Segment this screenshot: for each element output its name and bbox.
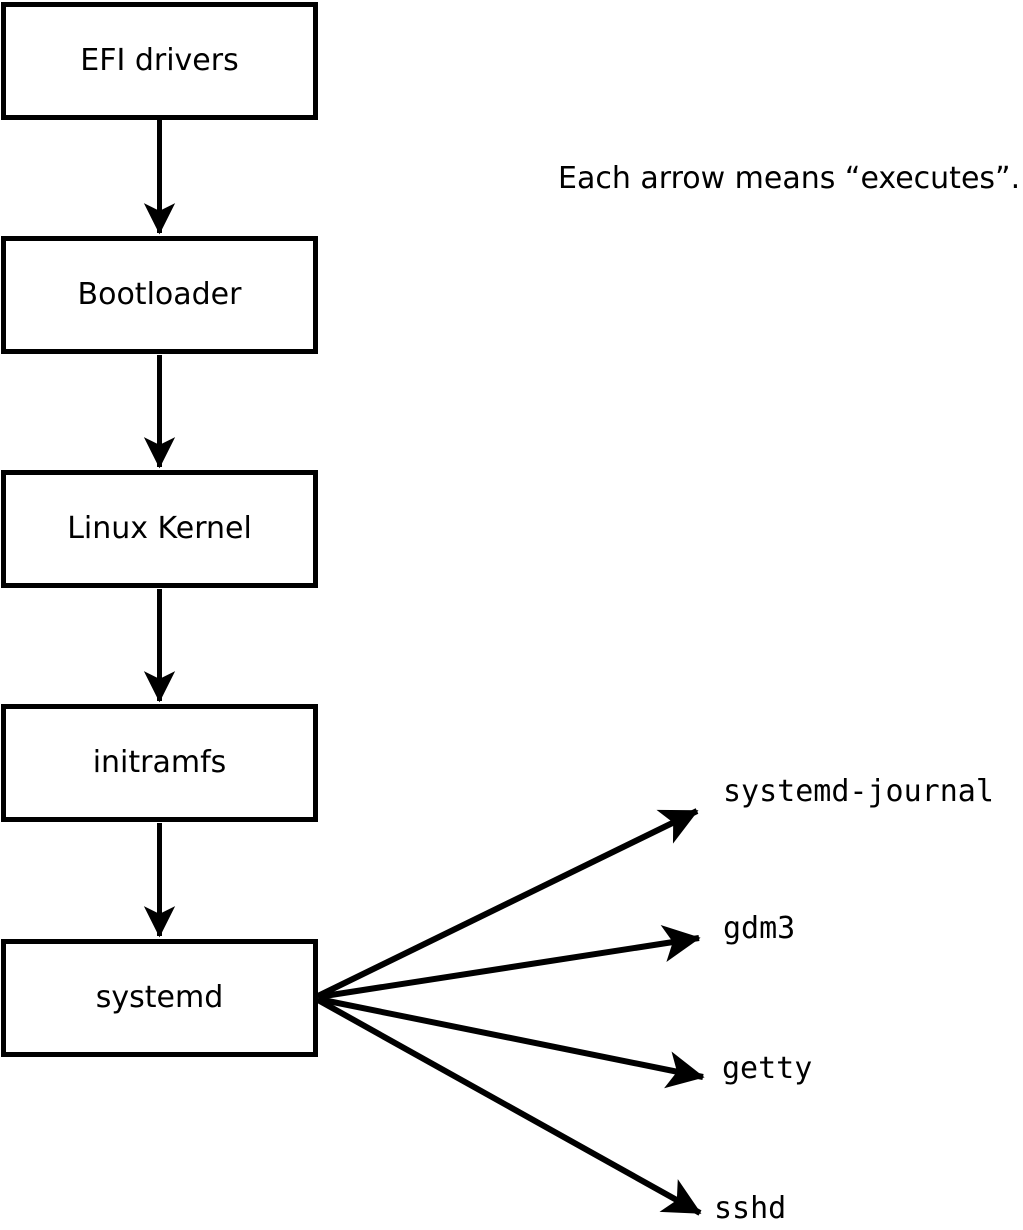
arrow-systemd-to-journal — [316, 808, 699, 999]
arrow-systemd-to-sshd — [316, 997, 702, 1216]
node-systemd-label: systemd — [95, 980, 224, 1015]
target-label-sshd: sshd — [714, 1191, 787, 1226]
node-linux-kernel-label: Linux Kernel — [67, 511, 252, 546]
node-bootloader: Bootloader — [1, 236, 318, 354]
target-label-systemd-journal: systemd-journal — [723, 774, 994, 809]
target-label-getty: getty — [722, 1051, 813, 1086]
node-efi-drivers: EFI drivers — [1, 2, 318, 120]
node-systemd: systemd — [1, 939, 318, 1057]
node-bootloader-label: Bootloader — [77, 277, 242, 312]
node-linux-kernel: Linux Kernel — [1, 470, 318, 588]
node-initramfs-label: initramfs — [92, 745, 227, 780]
legend-annotation: Each arrow means “executes”. — [558, 161, 1021, 196]
arrow-systemd-to-gdm3 — [317, 924, 701, 1000]
node-efi-drivers-label: EFI drivers — [80, 43, 239, 78]
node-initramfs: initramfs — [1, 704, 318, 822]
arrow-systemd-to-getty — [317, 996, 705, 1089]
target-label-gdm3: gdm3 — [723, 911, 796, 946]
